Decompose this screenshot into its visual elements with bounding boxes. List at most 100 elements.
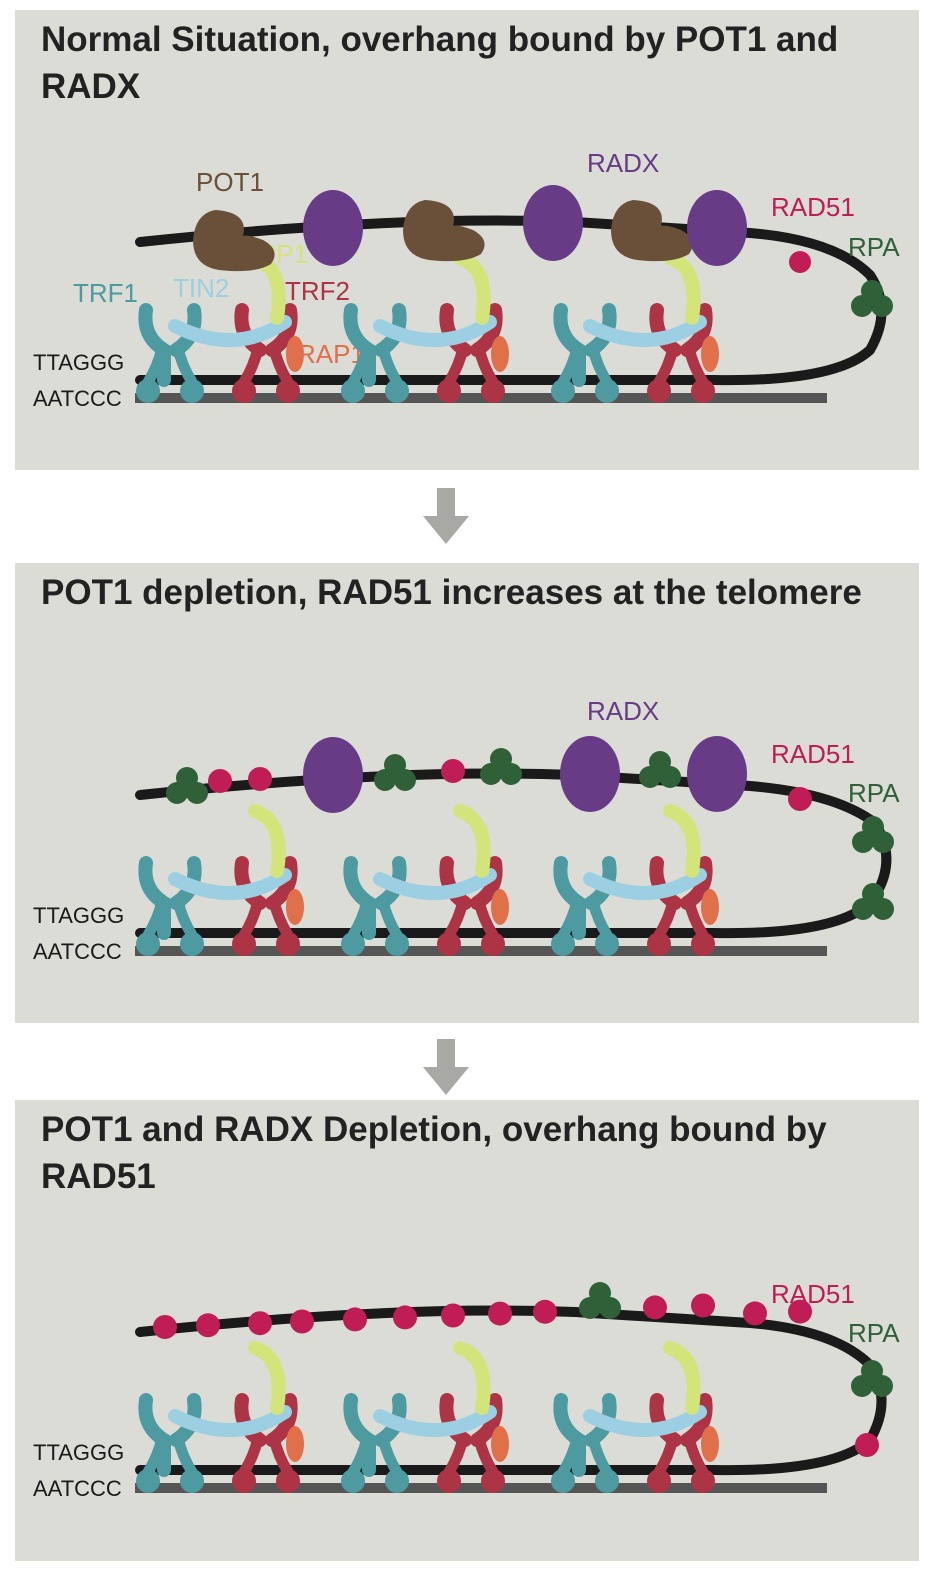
rpa xyxy=(852,883,894,920)
trf1-foot xyxy=(180,1469,204,1493)
down-arrow-icon xyxy=(423,1039,469,1095)
pot1 xyxy=(193,210,275,272)
tin2 xyxy=(373,1405,497,1437)
shelterin-complex xyxy=(136,804,304,956)
trf1-foot xyxy=(595,932,619,956)
rad51-label: RAD51 xyxy=(771,739,855,769)
rpa-label: RPA xyxy=(848,778,900,808)
trf1-foot xyxy=(180,379,204,403)
rad51 xyxy=(743,1301,767,1326)
panel-title: POT1 depletion, RAD51 increases at the t… xyxy=(41,573,862,612)
tpp1 xyxy=(663,804,701,878)
tin2 xyxy=(168,1405,292,1437)
trf1-foot xyxy=(341,1469,365,1493)
rpa xyxy=(166,767,208,804)
strand-top-label: TTAGGG xyxy=(33,1440,124,1465)
rpa-lobe xyxy=(872,898,894,920)
rpa-lobe xyxy=(599,1297,621,1319)
trf2-foot xyxy=(276,932,300,956)
shelterin-complex xyxy=(551,804,719,956)
rap1 xyxy=(286,1426,304,1462)
rpa-lobe xyxy=(374,769,396,791)
trf2-foot xyxy=(437,1469,461,1493)
trf2-foot xyxy=(232,1469,256,1493)
trf2-foot xyxy=(691,379,715,403)
trf2-foot xyxy=(647,1469,671,1493)
rap1 xyxy=(701,336,719,372)
rpa xyxy=(480,748,522,785)
trf2-foot xyxy=(647,379,671,403)
trf1-dimer xyxy=(341,856,409,956)
rad51 xyxy=(691,1293,715,1318)
bottom-strand xyxy=(135,393,827,403)
rad51 xyxy=(788,787,812,811)
trf2-foot xyxy=(691,1469,715,1493)
strand-top-label: TTAGGG xyxy=(33,350,124,375)
panel-title: Normal Situation, overhang bound by POT1… xyxy=(41,20,839,106)
rap1 xyxy=(491,1426,509,1462)
rad51 xyxy=(208,769,232,793)
trf2-dimer xyxy=(232,303,300,403)
pot1-label: POT1 xyxy=(196,167,264,197)
rpa-lobe xyxy=(186,782,208,804)
trf1-foot xyxy=(385,932,409,956)
rad51-label: RAD51 xyxy=(771,1279,855,1309)
shelterin-complex xyxy=(341,1341,509,1493)
radx-label: RADX xyxy=(587,696,659,726)
rad51 xyxy=(643,1295,667,1320)
tin2 xyxy=(583,1405,707,1437)
shelterin-complex xyxy=(341,251,509,403)
rad51 xyxy=(788,1299,812,1324)
rpa-lobe xyxy=(500,763,522,785)
trf1-foot xyxy=(551,932,575,956)
tpp1 xyxy=(248,804,286,878)
rpa-lobe xyxy=(851,295,873,317)
radx xyxy=(560,736,620,812)
rpa xyxy=(851,1360,893,1397)
trf2-label: TRF2 xyxy=(285,276,350,306)
rap1 xyxy=(286,336,304,372)
trf2-foot xyxy=(481,932,505,956)
rad51 xyxy=(393,1305,417,1330)
rad51 xyxy=(153,1315,177,1339)
tpp1 xyxy=(453,1341,491,1415)
trf2-dimer xyxy=(437,303,505,403)
rad51 xyxy=(248,767,272,791)
rad51 xyxy=(441,759,465,783)
rpa xyxy=(852,816,894,853)
rpa xyxy=(579,1282,621,1319)
trf1-foot xyxy=(341,932,365,956)
rad51 xyxy=(789,251,811,273)
tpp1 xyxy=(453,251,491,325)
rpa-lobe xyxy=(871,295,893,317)
tin2 xyxy=(373,315,497,347)
trf2-foot xyxy=(437,932,461,956)
tin2 xyxy=(583,315,707,347)
strand-bottom-label: AATCCC xyxy=(33,939,122,964)
trf2-foot xyxy=(481,379,505,403)
trf1-foot xyxy=(136,932,160,956)
radx xyxy=(687,736,747,812)
bottom-strand xyxy=(135,946,827,956)
trf1-foot xyxy=(341,379,365,403)
g-strand xyxy=(135,1305,887,1476)
strand-bottom-label: AATCCC xyxy=(33,386,122,411)
trf1-foot xyxy=(551,379,575,403)
trf1-foot xyxy=(136,1469,160,1493)
trf2-foot xyxy=(276,379,300,403)
rap1 xyxy=(491,336,509,372)
rpa-lobe xyxy=(852,831,874,853)
rad51 xyxy=(196,1313,220,1338)
rad51-label: RAD51 xyxy=(771,192,855,222)
tpp1 xyxy=(453,804,491,878)
trf2-foot xyxy=(437,379,461,403)
rad51 xyxy=(441,1303,465,1328)
trf1-dimer xyxy=(551,856,619,956)
shelterin-complex xyxy=(136,1341,304,1493)
rpa-lobe xyxy=(639,766,661,788)
panel-title: POT1 and RADX Depletion, overhang bound … xyxy=(41,1110,827,1196)
